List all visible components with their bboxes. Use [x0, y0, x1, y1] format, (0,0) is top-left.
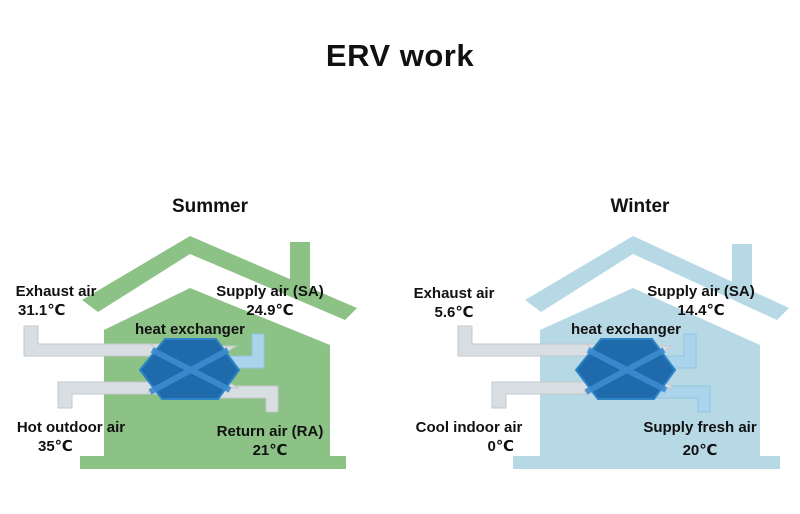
diagram-title: ERV work	[325, 38, 475, 73]
winter-fresh-label: Supply fresh air 20℃	[632, 418, 768, 460]
summer-roof	[82, 236, 357, 320]
summer-heat-exchanger-label: heat exchanger	[134, 321, 246, 338]
winter-panel: Winter Exhaust air 5.6℃	[400, 0, 800, 514]
summer-outdoor-temp: 35℃	[38, 438, 73, 455]
winter-supply-temp: 14.4℃	[677, 302, 725, 319]
winter-fresh-temp: 20℃	[682, 442, 718, 459]
summer-return-label: Return air (RA) 21℃	[205, 422, 335, 460]
summer-return-temp: 21℃	[252, 442, 288, 459]
winter-exhaust-label: Exhaust air 5.6℃	[406, 284, 502, 322]
winter-heading: Winter	[610, 196, 670, 217]
winter-core-flows	[584, 347, 668, 395]
summer-core-flows	[148, 347, 232, 395]
summer-return-name: Return air (RA)	[216, 423, 324, 440]
summer-exhaust-label: Exhaust air 31.1℃	[8, 282, 104, 320]
winter-supply-label: Supply air (SA) 14.4℃	[636, 282, 766, 320]
winter-fresh-name: Supply fresh air	[643, 419, 757, 436]
summer-supply-label: Supply air (SA) 24.9℃	[205, 282, 335, 320]
summer-supply-temp: 24.9℃	[246, 302, 294, 319]
summer-panel: Summer Exhaust air 31.1℃	[8, 196, 357, 469]
winter-chimney	[732, 244, 752, 294]
summer-heading: Summer	[171, 196, 249, 217]
winter-house-illustration	[457, 236, 789, 469]
summer-chimney	[290, 242, 310, 292]
winter-heat-exchanger-label: heat exchanger	[570, 321, 682, 338]
winter-roof	[525, 236, 789, 320]
winter-indoor-name: Cool indoor air	[415, 419, 523, 436]
winter-supply-name: Supply air (SA)	[647, 283, 755, 300]
winter-exhaust-temp: 5.6℃	[434, 304, 474, 321]
summer-house-illustration	[23, 236, 357, 469]
summer-exhaust-name: Exhaust air	[15, 283, 97, 300]
summer-supply-name: Supply air (SA)	[216, 283, 324, 300]
winter-indoor-label: Cool indoor air 0℃	[406, 418, 532, 456]
summer-outdoor-label: Hot outdoor air 35℃	[8, 418, 134, 456]
winter-indoor-temp: 0℃	[487, 438, 514, 455]
summer-exhaust-temp: 31.1℃	[18, 302, 66, 319]
winter-exhaust-name: Exhaust air	[413, 285, 495, 302]
summer-outdoor-name: Hot outdoor air	[16, 419, 126, 436]
